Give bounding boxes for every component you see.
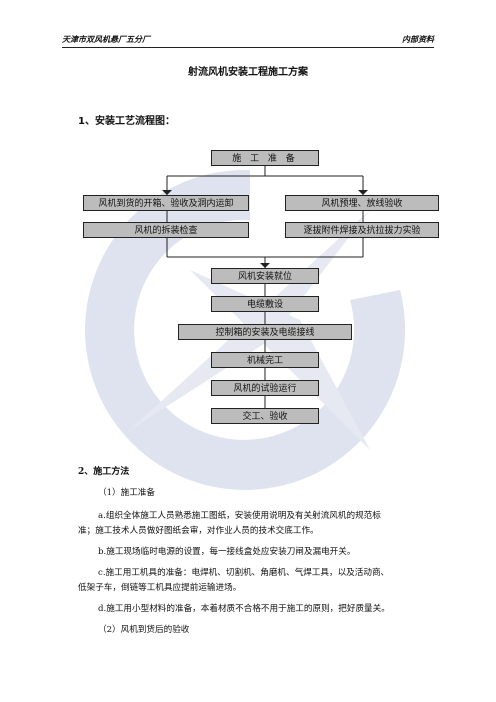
paragraph-b: b.施工现场临时电源的设置，每一接线盒处应安装刀闸及漏电开关。 [98, 547, 356, 557]
flow-step-unpack: 风机到货的开箱、验收及洞内运卸 [83, 195, 249, 211]
flow-step-embed: 风机预埋、放线验收 [285, 195, 439, 211]
section-1-heading: 1、安装工艺流程图： [78, 112, 175, 127]
section-1-title: 、安装工艺流程图 [84, 116, 165, 127]
page-header: 天津市双风机悬厂五分厂 内部资料 [62, 34, 434, 46]
flow-step-weld: 逐拔附件焊接及抗拉拔力实验 [285, 222, 439, 238]
section-2-heading: 2、施工方法 [78, 467, 130, 477]
section-1-colon: ： [164, 116, 175, 127]
header-label: 内部资料 [402, 34, 434, 44]
document-title: 射流风机安装工程施工方案 [188, 67, 308, 78]
paragraph-c-line-2: 低架子车，倒链等工机具应提前运输进场。 [78, 583, 242, 593]
flow-step-trial: 风机的试验运行 [211, 380, 319, 396]
flow-step-prepare: 施 工 准 备 [211, 150, 319, 166]
flow-step-mech: 机械完工 [211, 352, 319, 368]
paragraph-c-line-1: c.施工用工机具的准备：电焊机、切割机、角磨机、气焊工具，以及活动商、 [98, 568, 390, 578]
subsection-1-heading: （1）施工准备 [98, 488, 156, 498]
header-company: 天津市双风机悬厂五分厂 [62, 34, 150, 44]
paragraph-a-line-1: a.组织全体施工人员熟悉施工图纸，安装使用说明及有关射流风机的规范标 [98, 511, 381, 521]
paragraph-d: d.施工用小型材料的准备，本着材质不合格不用于施工的原则，把好质量关。 [98, 604, 390, 614]
flow-step-control: 控制箱的安装及电缆接线 [178, 324, 352, 340]
header-rule [62, 47, 434, 48]
subsection-2-heading: （2）风机到货后的验收 [98, 625, 190, 635]
flow-step-accept: 交工、验收 [211, 408, 319, 424]
flow-step-place: 风机安装就位 [211, 268, 319, 284]
paragraph-a-line-2: 准；施工技术人员做好图纸会审，对作业人员的技术交底工作。 [78, 526, 319, 536]
flow-step-inspect: 风机的拆装检查 [83, 222, 249, 238]
section-1-number: 1 [78, 116, 85, 127]
flow-step-cable: 电缆敷设 [211, 296, 319, 312]
